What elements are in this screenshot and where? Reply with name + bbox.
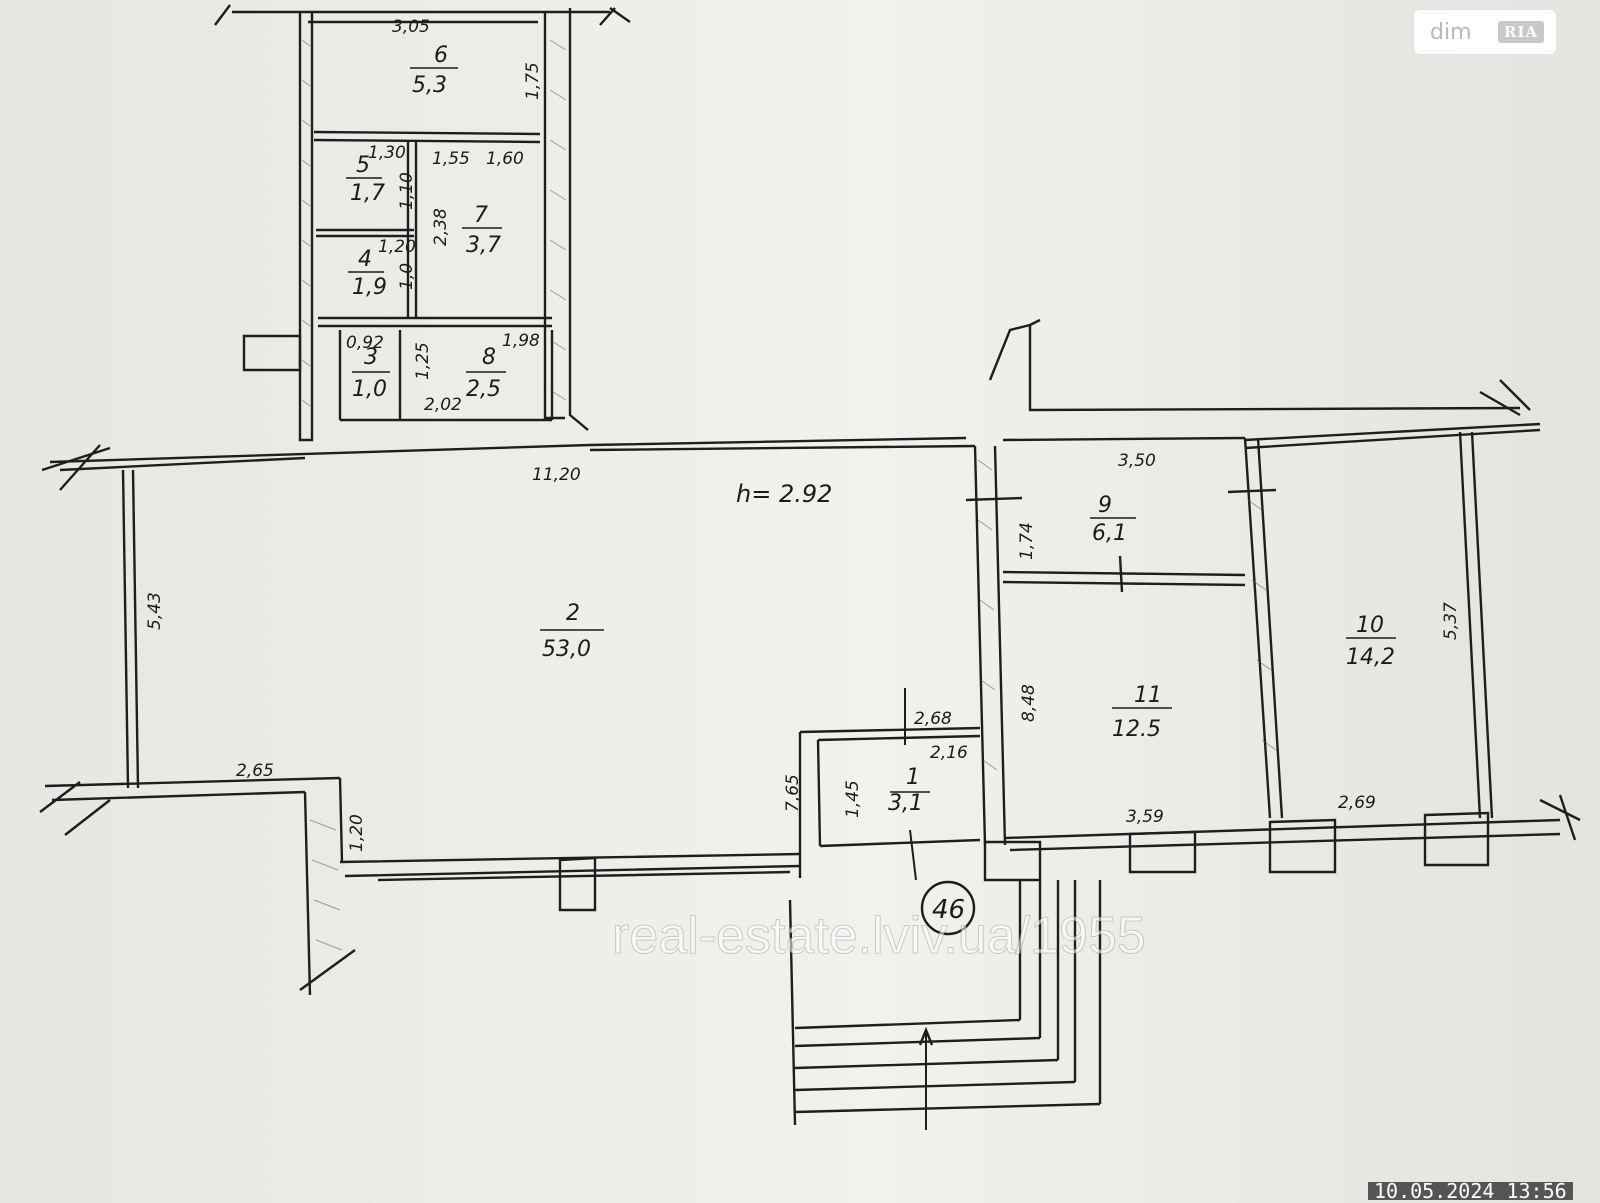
dim-1-45: 1,45: [843, 780, 863, 818]
dim-11-20: 11,20: [532, 465, 581, 485]
room-5-number: 5: [356, 153, 370, 178]
dim-5-43: 5,43: [145, 592, 165, 630]
ceiling-height: h= 2.92: [736, 480, 832, 508]
dim-2-38: 2,38: [431, 208, 451, 246]
dim-3-05: 3,05: [392, 17, 430, 37]
dim-3-50: 3,50: [1118, 451, 1156, 471]
plan-number: 46: [932, 895, 965, 925]
dim-1-20-b: 1,20: [347, 814, 367, 852]
room-11-area: 12.5: [1112, 717, 1161, 742]
room-11-number: 11: [1134, 683, 1162, 708]
dim-ria-logo: dim RIA: [1414, 10, 1556, 54]
room-7-number: 7: [474, 203, 488, 228]
room-9-number: 9: [1098, 493, 1112, 518]
dim-1-0: 1,0: [397, 263, 417, 290]
room-6-number: 6: [434, 43, 448, 68]
plan-number-badge: 46: [920, 880, 976, 936]
dim-2-68: 2,68: [914, 709, 952, 729]
dim-5-37: 5,37: [1441, 602, 1461, 640]
room-4-area: 1,9: [352, 275, 387, 300]
dim-2-02: 2,02: [424, 395, 462, 415]
dim-7-65: 7,65: [783, 774, 803, 812]
dim-2-65: 2,65: [236, 761, 274, 781]
dim-2-16: 2,16: [930, 743, 968, 763]
dim-3-59: 3,59: [1126, 807, 1164, 827]
dim-2-69: 2,69: [1338, 793, 1376, 813]
room-8-area: 2,5: [466, 377, 501, 402]
logo-brand: RIA: [1497, 21, 1544, 43]
room-10-number: 10: [1356, 613, 1384, 638]
wall-hatching: [301, 39, 1277, 951]
dim-1-20: 1,20: [378, 237, 416, 257]
photo-timestamp: 10.05.2024 13:56: [1368, 1181, 1573, 1201]
room-1-area: 3,1: [888, 791, 923, 816]
room-2-area: 53,0: [542, 637, 591, 662]
watermark: real-estate.lviv.ua/1955: [612, 907, 1147, 966]
room-3-area: 1,0: [352, 377, 387, 402]
dim-0-92: 0,92: [346, 333, 384, 353]
dim-1-10: 1,10: [397, 172, 417, 210]
room-7-area: 3,7: [466, 233, 501, 258]
room-8-number: 8: [482, 345, 496, 370]
dim-1-30: 1,30: [368, 143, 406, 163]
room-labels: 6 5,3 5 1,7 7 3,7 4 1,9 3 1,0 8 2,5 2 53…: [346, 43, 1396, 816]
dim-1-75: 1,75: [523, 62, 543, 100]
logo-text: dim: [1430, 19, 1472, 45]
walls: [39, 4, 1581, 1130]
dim-1-25: 1,25: [413, 342, 433, 380]
dimension-labels: 3,05 1,75 1,30 1,55 1,60 1,10 2,38 1,20 …: [145, 17, 1461, 852]
room-1-number: 1: [906, 765, 920, 790]
room-2-number: 2: [566, 601, 580, 626]
room-10-area: 14,2: [1346, 645, 1395, 670]
room-9-area: 6,1: [1092, 521, 1127, 546]
dim-1-74: 1,74: [1017, 522, 1037, 560]
room-5-area: 1,7: [350, 181, 385, 206]
dim-1-55: 1,55: [432, 149, 470, 169]
dim-8-48: 8,48: [1019, 684, 1039, 722]
dim-1-60: 1,60: [486, 149, 524, 169]
room-6-area: 5,3: [412, 73, 447, 98]
dim-1-98: 1,98: [502, 331, 540, 351]
room-4-number: 4: [358, 247, 372, 272]
room-3-number: 3: [364, 345, 378, 370]
